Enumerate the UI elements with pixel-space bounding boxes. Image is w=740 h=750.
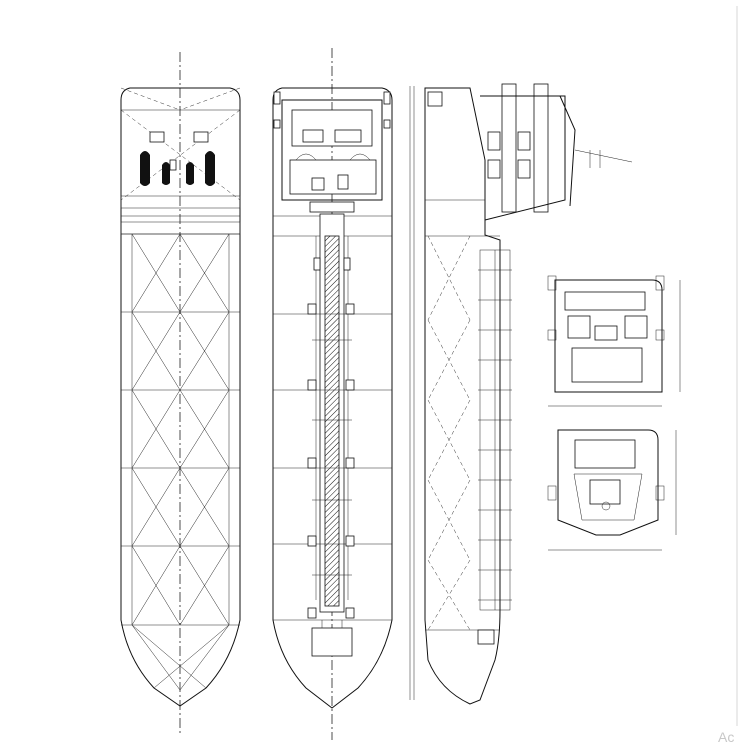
cargo-tanks-middle bbox=[273, 303, 392, 657]
deck-plan-view-middle bbox=[272, 48, 393, 740]
hull-outline-left bbox=[120, 87, 241, 707]
deck-outline-upper bbox=[554, 279, 663, 393]
deck-plan-view-left bbox=[120, 52, 241, 735]
deck-outline-lower bbox=[557, 429, 659, 536]
cargo-pipe-rack bbox=[313, 213, 351, 613]
profile-tank-bracing bbox=[427, 235, 471, 631]
deck-rail-profile bbox=[478, 249, 512, 611]
accommodation-house-plan bbox=[273, 91, 391, 213]
superstructure-profile bbox=[427, 83, 633, 221]
hull-profile bbox=[424, 87, 501, 705]
cargo-tank-grid-left bbox=[121, 233, 240, 691]
lifeboat-equipment-group bbox=[140, 131, 215, 186]
hull-outline-middle bbox=[272, 87, 393, 709]
watermark-text: Ac bbox=[718, 729, 735, 745]
scrollbar[interactable] bbox=[736, 6, 738, 726]
bridge-deck-detail bbox=[547, 275, 681, 407]
longitudinal-profile-view bbox=[409, 83, 633, 705]
upper-deck-detail bbox=[547, 429, 677, 551]
